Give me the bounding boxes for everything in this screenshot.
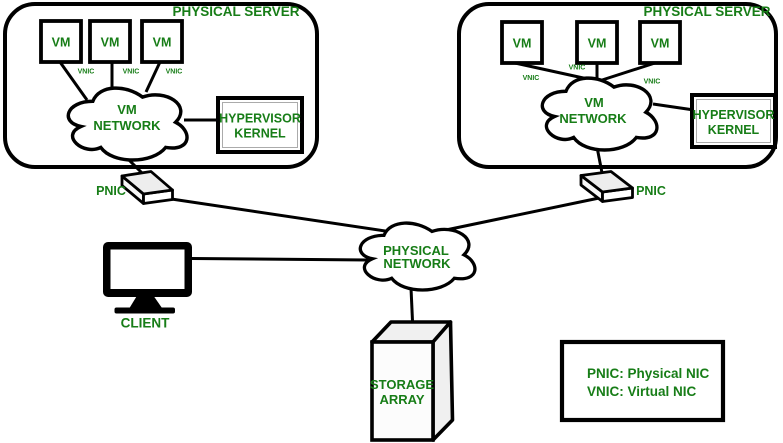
client: CLIENT xyxy=(103,242,192,331)
vm-box xyxy=(39,19,83,64)
hypervisor-label-line1: HYPERVISOR xyxy=(693,108,775,122)
vm-network-label-line2: NETWORK xyxy=(93,118,161,133)
vm-box xyxy=(140,19,184,64)
vm3-vnic-link xyxy=(598,61,656,83)
pnic-left: PNIC xyxy=(96,170,174,205)
vnic-label: VNIC xyxy=(78,69,95,76)
vm-box xyxy=(575,20,619,65)
pnic-right-physical-network-link xyxy=(440,195,605,233)
physical-network-label-line2: NETWORK xyxy=(383,256,451,271)
hypervisor-label-line2: KERNEL xyxy=(234,127,286,141)
vm-label: VM xyxy=(101,36,120,50)
server-title: PHYSICAL SERVER xyxy=(643,4,770,19)
physical-network-label-line1: PHYSICAL xyxy=(383,243,449,258)
vnic-label: VNIC xyxy=(123,69,140,76)
legend-line-vnic: VNIC: Virtual NIC xyxy=(587,384,697,399)
physical-server-left: PHYSICAL SERVER VM VM VM VNIC VNIC VNIC … xyxy=(3,2,319,183)
server-title: PHYSICAL SERVER xyxy=(172,4,299,19)
storage-array: STORAGE ARRAY xyxy=(370,320,455,442)
vm-box xyxy=(638,20,682,65)
pnic-shape-top xyxy=(579,170,634,194)
vm-label: VM xyxy=(513,37,532,51)
physical-server-right: PHYSICAL SERVER VM VM VM VNIC VNIC VNIC … xyxy=(457,2,778,179)
storage-array-front-face xyxy=(370,340,435,442)
client-physical-network-link xyxy=(191,257,369,262)
vnic-label: VNIC xyxy=(523,75,540,82)
client-monitor-stand xyxy=(129,296,162,308)
vm-network-label-line1: VM xyxy=(584,95,604,110)
vnic-label: VNIC xyxy=(166,69,183,76)
hypervisor-kernel-box xyxy=(690,93,777,149)
client-monitor-screen xyxy=(110,249,185,289)
pnic-label: PNIC xyxy=(96,184,126,198)
vm-box xyxy=(500,20,544,65)
hypervisor-kernel-box xyxy=(216,96,304,154)
pnic-left-physical-network-link xyxy=(157,195,393,234)
vnic-label: VNIC xyxy=(569,65,586,72)
hypervisor-label-line1: HYPERVISOR xyxy=(219,112,301,126)
pnic-right: PNIC xyxy=(579,170,666,203)
vm1-vnic-link xyxy=(58,61,89,101)
vm-label: VM xyxy=(153,36,172,50)
client-monitor-base xyxy=(114,307,175,314)
storage-array-side-face xyxy=(431,320,455,442)
vm-label: VM xyxy=(651,37,670,51)
vm-label: VM xyxy=(52,36,71,50)
hypervisor-label-line2: KERNEL xyxy=(708,123,760,137)
pnic-label: PNIC xyxy=(636,184,666,198)
storage-label-line2: ARRAY xyxy=(379,392,424,407)
vm-label: VM xyxy=(588,37,607,51)
hypervisor-kernel-inner-border xyxy=(696,99,771,143)
legend: PNIC: Physical NIC VNIC: Virtual NIC xyxy=(559,339,726,423)
pnic-shape-top xyxy=(120,170,174,196)
vm3-vnic-link xyxy=(144,61,162,93)
vm-network-label-line2: NETWORK xyxy=(559,111,627,126)
hypervisor-kernel-inner-border xyxy=(222,102,298,148)
legend-box xyxy=(559,339,726,423)
storage-label-line1: STORAGE xyxy=(370,377,434,392)
vm-box xyxy=(88,19,132,64)
vm-network-label-line1: VM xyxy=(117,102,137,117)
physical-network-cloud: PHYSICAL NETWORK xyxy=(358,221,477,292)
cloud-hypervisor-link xyxy=(652,102,695,112)
legend-line-pnic: PNIC: Physical NIC xyxy=(587,366,710,381)
client-label: CLIENT xyxy=(121,316,171,331)
vnic-label: VNIC xyxy=(644,79,661,86)
